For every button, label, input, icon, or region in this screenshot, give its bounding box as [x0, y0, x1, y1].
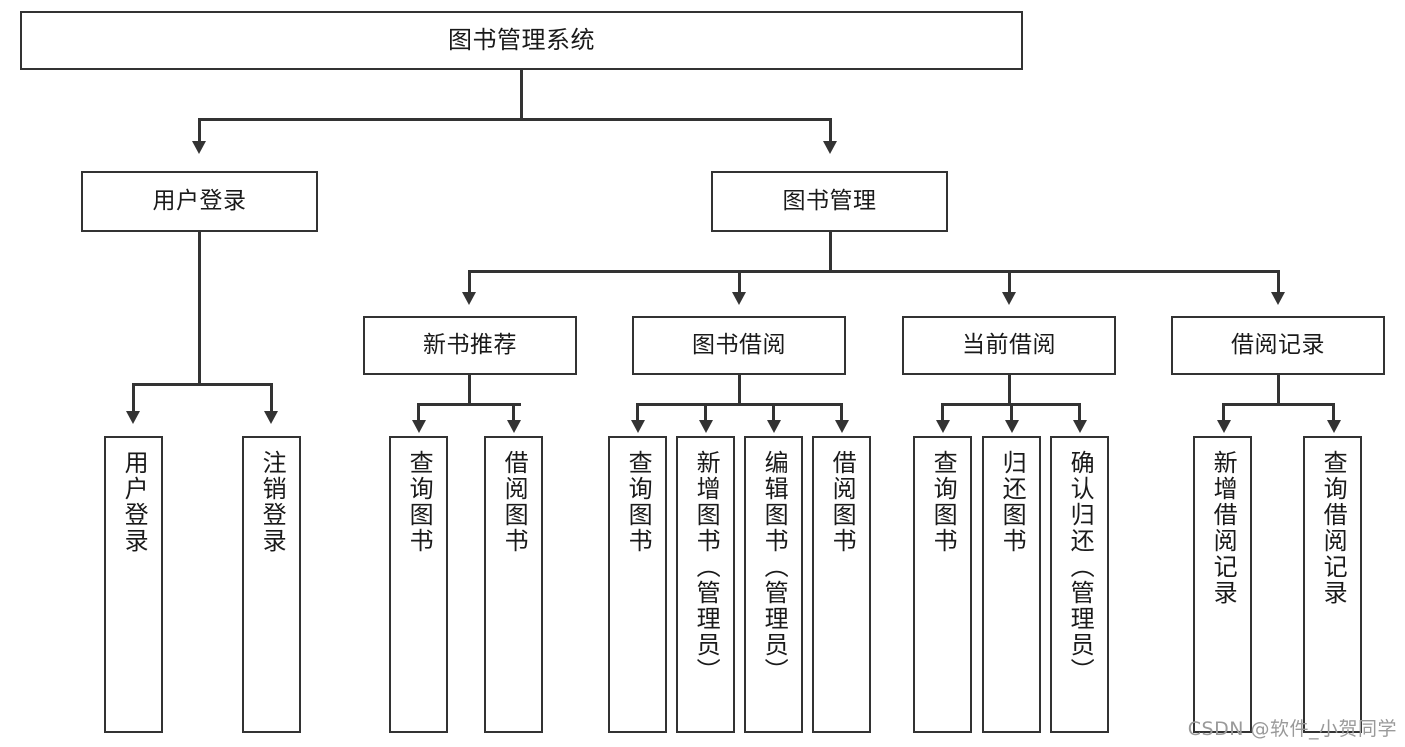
- leaf-bb-edit-book-admin[interactable]: 编辑图书（管理员）: [744, 436, 803, 733]
- leaf-label: 归还图书: [998, 450, 1027, 554]
- edge-bb-leaf-2: [704, 403, 707, 423]
- arrow-to-leaf-logout: [264, 411, 278, 424]
- leaf-label: 查询借阅记录: [1319, 450, 1348, 606]
- leaf-label: 注销登录: [258, 450, 287, 554]
- leaf-label: 查询图书: [624, 450, 653, 554]
- edge-root-to-book-mgmt: [829, 118, 832, 145]
- leaf-label: 确认归还（管理员）: [1066, 450, 1095, 684]
- arrow-bb-leaf-2: [699, 420, 713, 433]
- leaf-label: 借阅图书: [500, 450, 529, 554]
- edge-to-new-book: [468, 270, 471, 297]
- leaf-bb-borrow-book[interactable]: 借阅图书: [812, 436, 871, 733]
- node-current-borrow[interactable]: 当前借阅: [902, 316, 1116, 375]
- edge-cb-leaf-3: [1078, 403, 1081, 423]
- leaf-nb-borrow-book[interactable]: 借阅图书: [484, 436, 543, 733]
- leaf-nb-query-book[interactable]: 查询图书: [389, 436, 448, 733]
- arrow-bb-leaf-3: [767, 420, 781, 433]
- leaf-cb-confirm-return-admin[interactable]: 确认归还（管理员）: [1050, 436, 1109, 733]
- arrow-cb-leaf-1: [936, 420, 950, 433]
- edge-root-bus: [198, 118, 832, 121]
- arrow-br-leaf-2: [1327, 420, 1341, 433]
- leaf-label: 编辑图书（管理员）: [760, 450, 789, 684]
- node-label: 图书管理系统: [448, 26, 595, 55]
- edge-cb-leaf-2: [1010, 403, 1013, 423]
- leaf-cb-query-book[interactable]: 查询图书: [913, 436, 972, 733]
- edge-borrow-record-bus: [1222, 403, 1335, 406]
- arrow-bb-leaf-4: [835, 420, 849, 433]
- leaf-label: 借阅图书: [828, 450, 857, 554]
- leaf-label: 新增借阅记录: [1209, 450, 1238, 606]
- edge-new-book-bus: [417, 403, 521, 406]
- arrow-to-current-borrow: [1002, 292, 1016, 305]
- arrow-to-leaf-user-login: [126, 411, 140, 424]
- edge-nb-leaf-2: [512, 403, 515, 423]
- edge-cb-leaf-1: [941, 403, 944, 423]
- node-label: 当前借阅: [962, 331, 1056, 358]
- arrow-bb-leaf-1: [631, 420, 645, 433]
- leaf-label: 查询图书: [405, 450, 434, 554]
- node-label: 图书借阅: [692, 331, 786, 358]
- edge-book-mgmt-stem: [829, 232, 832, 272]
- edge-new-book-stem: [468, 375, 471, 405]
- edge-root-stem: [520, 70, 523, 120]
- arrow-to-book-borrow: [732, 292, 746, 305]
- leaf-label: 用户登录: [120, 450, 149, 554]
- edge-bb-leaf-1: [636, 403, 639, 423]
- edge-user-login-bus: [132, 383, 270, 386]
- arrow-to-user-login: [192, 141, 206, 154]
- leaf-br-add-record[interactable]: 新增借阅记录: [1193, 436, 1252, 733]
- arrow-br-leaf-1: [1217, 420, 1231, 433]
- node-borrow-record[interactable]: 借阅记录: [1171, 316, 1385, 375]
- arrow-to-book-mgmt: [823, 141, 837, 154]
- node-label: 借阅记录: [1231, 331, 1325, 358]
- arrow-cb-leaf-3: [1073, 420, 1087, 433]
- leaf-logout[interactable]: 注销登录: [242, 436, 301, 733]
- node-label: 图书管理: [782, 187, 877, 214]
- edge-book-borrow-stem: [738, 375, 741, 405]
- leaf-user-login[interactable]: 用户登录: [104, 436, 163, 733]
- edge-bb-leaf-3: [772, 403, 775, 423]
- edge-to-current-borrow: [1008, 270, 1011, 297]
- node-user-login[interactable]: 用户登录: [81, 171, 318, 232]
- leaf-bb-add-book-admin[interactable]: 新增图书（管理员）: [676, 436, 735, 733]
- node-label: 用户登录: [152, 187, 247, 214]
- edge-borrow-record-stem: [1277, 375, 1280, 405]
- edge-to-borrow-record: [1277, 270, 1280, 297]
- edge-to-book-borrow: [738, 270, 741, 297]
- node-book-borrow[interactable]: 图书借阅: [632, 316, 846, 375]
- edge-br-leaf-1: [1222, 403, 1225, 423]
- node-root-system[interactable]: 图书管理系统: [20, 11, 1023, 70]
- node-new-book-recommend[interactable]: 新书推荐: [363, 316, 577, 375]
- csdn-watermark: CSDN @软件_小贺同学: [1187, 718, 1397, 740]
- leaf-bb-query-book[interactable]: 查询图书: [608, 436, 667, 733]
- arrow-to-borrow-record: [1271, 292, 1285, 305]
- node-book-management[interactable]: 图书管理: [711, 171, 948, 232]
- edge-book-borrow-bus: [636, 403, 842, 406]
- edge-root-to-user-login: [198, 118, 201, 145]
- node-label: 新书推荐: [423, 331, 517, 358]
- edge-current-borrow-bus: [941, 403, 1078, 406]
- edge-book-mgmt-bus: [468, 270, 1280, 273]
- arrow-to-new-book: [462, 292, 476, 305]
- edge-nb-leaf-1: [417, 403, 420, 423]
- edge-bb-leaf-4: [840, 403, 843, 423]
- edge-br-leaf-2: [1332, 403, 1335, 423]
- edge-to-leaf-logout: [270, 383, 273, 415]
- leaf-label: 查询图书: [929, 450, 958, 554]
- arrow-cb-leaf-2: [1005, 420, 1019, 433]
- edge-user-login-stem: [198, 232, 201, 385]
- leaf-br-query-record[interactable]: 查询借阅记录: [1303, 436, 1362, 733]
- arrow-nb-leaf-2: [507, 420, 521, 433]
- edge-to-leaf-user-login: [132, 383, 135, 415]
- edge-current-borrow-stem: [1008, 375, 1011, 405]
- leaf-cb-return-book[interactable]: 归还图书: [982, 436, 1041, 733]
- arrow-nb-leaf-1: [412, 420, 426, 433]
- leaf-label: 新增图书（管理员）: [692, 450, 721, 684]
